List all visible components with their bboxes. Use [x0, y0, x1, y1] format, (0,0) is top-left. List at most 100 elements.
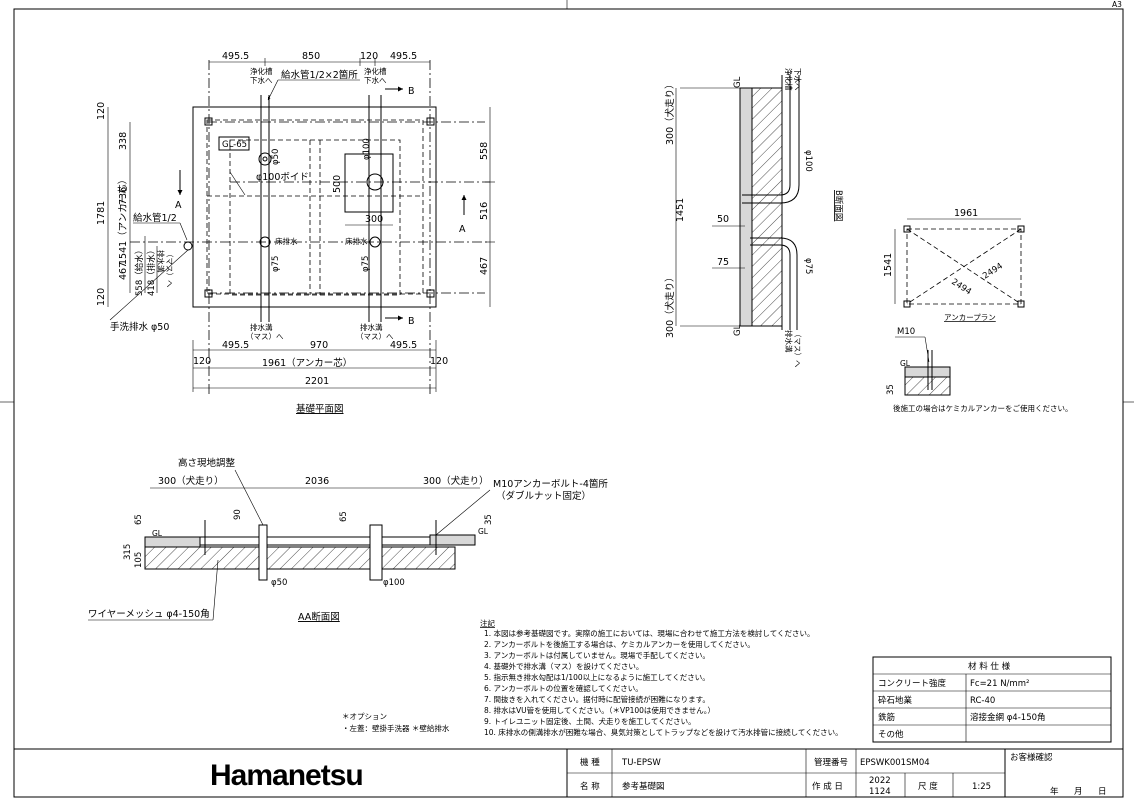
note-1: 1. 本図は参考基礎図です。実際の施工においては、現場に合わせて施工方法を検討し…: [484, 628, 814, 638]
scale-label: 尺 度: [918, 781, 938, 792]
floor-drain-right: 床排水: [345, 236, 368, 246]
mat-label-1: コンクリート強度: [878, 678, 947, 689]
aa-left-315: 315: [123, 544, 133, 560]
b-section-title: B断面図: [833, 190, 844, 221]
drain-ditch-right: 排水溝（マス）へ: [356, 322, 394, 341]
anchor-width: 1961: [954, 208, 978, 219]
right-dim-516: 516: [479, 202, 490, 220]
void-label: φ100ボイド: [256, 172, 309, 183]
phi75-left: φ75: [271, 256, 281, 272]
floor-drain-symbol-left: [259, 236, 271, 248]
left-dim-supply: 558（給水）: [134, 246, 145, 296]
aa-dim-300-right: 300（犬走り）: [423, 475, 489, 487]
bottom-dim-4: 495.5: [390, 340, 417, 351]
aa-left-65: 65: [134, 514, 144, 525]
anchor-detail-35: 35: [886, 384, 896, 395]
option-text: ・左蓋：壁掛手洗器 ＊壁給排水: [342, 723, 450, 733]
b-dim-300-bottom: 300（犬走り）: [664, 272, 676, 338]
bottom-dim-5: 120: [430, 356, 448, 367]
left-dim-338: 338: [118, 132, 129, 150]
aa-dim-90: 90: [233, 509, 243, 520]
right-dim-467: 467: [479, 257, 490, 275]
sheet-border: [13, 8, 1124, 798]
septic-label-left: 浄化槽下水へ: [250, 66, 273, 85]
mgmt-value: EPSWK001SM04: [860, 758, 930, 768]
bottom-dim-1: 120: [193, 356, 211, 367]
aa-phi50: φ50: [271, 578, 287, 588]
dim-500: 500: [332, 175, 343, 193]
b-section: 300（犬走り） 1451 50 75 300（犬走り） GL GL 浄化槽下水…: [664, 68, 844, 368]
b-dim-75: 75: [717, 257, 729, 268]
right-dim-558: 558: [479, 142, 490, 160]
anchor-height: 1541: [883, 253, 894, 277]
option-heading: ＊オプション: [342, 712, 387, 721]
note-8: 8. 排水はVU管を使用してください。（＊VP100は使用できません。）: [484, 705, 715, 715]
aa-bolt-note2: （ダブルナット固定）: [496, 490, 591, 502]
drain-ditch-left: 排水溝（マス）へ: [246, 322, 284, 341]
left-dim-467: 467: [118, 262, 129, 280]
aa-gl-right: GL: [478, 527, 489, 536]
aa-dim-35: 35: [484, 514, 494, 525]
customer-month: 月: [1074, 787, 1083, 797]
date-label: 作 成 日: [812, 781, 843, 792]
model-label: 機 種: [580, 757, 600, 768]
aa-height-note: 高さ現地調整: [178, 457, 236, 469]
mgmt-label: 管理番号: [814, 757, 848, 768]
total-dim: 2201: [305, 376, 329, 387]
hand-wash-label: 手洗排水 φ50: [110, 321, 169, 333]
b-phi100: φ100: [803, 150, 813, 172]
aa-dim-65: 65: [339, 511, 349, 522]
anchor-plan-title: アンカープラン: [944, 313, 996, 322]
mat-label-4: その他: [878, 729, 904, 740]
notes-heading: 注記: [480, 618, 495, 628]
b-gl-top: GL: [733, 76, 743, 88]
company-logo: Hamanetsu: [210, 759, 363, 792]
mat-value-2: RC-40: [970, 696, 995, 706]
left-dim-120-bottom: 120: [96, 288, 107, 306]
gl-label: GL-65: [222, 140, 247, 150]
slab-outline: [192, 106, 437, 308]
dim-300: 300: [365, 214, 383, 225]
aa-section-title: AA断面図: [298, 611, 340, 623]
bottom-dim-2: 495.5: [222, 340, 249, 351]
top-dim-4: 495.5: [390, 51, 417, 62]
note-5: 5. 指示無き排水勾配は1/100以上になるように施工してください。: [484, 672, 710, 682]
mat-label-3: 鉄筋: [878, 712, 895, 723]
name-value: 参考基礎図: [622, 781, 665, 792]
anchor-bolt-br: [426, 289, 435, 298]
b-ditch: 排水溝（マス）へ: [784, 330, 802, 368]
sheet-size-mark: A3: [1112, 0, 1122, 9]
aa-phi100: φ100: [383, 578, 405, 588]
b-dim-1451: 1451: [675, 198, 686, 222]
customer-day: 日: [1098, 787, 1107, 797]
plan-view: GL-65 495.5 850 120 495.5 給水管1/2×2箇所 浄化槽…: [96, 51, 495, 415]
note-4: 4. 基礎外で排水溝（マス）を設けてください。: [484, 661, 643, 671]
phi100-label: φ100: [362, 138, 372, 160]
section-a-right: A: [459, 224, 466, 235]
date-year: 2022: [869, 776, 891, 786]
anchor-plan: 1961 1541 2494 2494 アンカープラン: [883, 208, 1025, 322]
section-b-bottom: B: [408, 316, 415, 327]
left-dim-120-top: 120: [96, 102, 107, 120]
septic-label-right: 浄化槽下水へ: [364, 66, 387, 85]
left-dim-anchor: 1541（アンカー芯）: [117, 175, 129, 265]
hand-wash-drain-symbol: [258, 152, 272, 166]
mat-value-1: Fc=21 N/mm²: [970, 679, 1029, 689]
anchor-bolt-tl: [204, 117, 213, 126]
note-2: 2. アンカーボルトを後施工する場合は、ケミカルアンカーを使用してください。: [484, 639, 755, 649]
scale-value: 1:25: [972, 782, 991, 792]
aa-left-105: 105: [134, 552, 144, 568]
anchor-diag-1: 2494: [949, 277, 973, 297]
supply-pipe-single: 給水管1/2: [133, 212, 177, 224]
note-6: 6. アンカーボルトの位置を確認してください。: [484, 683, 643, 693]
anchor-detail-gl: GL: [900, 359, 911, 368]
top-dim-2: 850: [302, 51, 320, 62]
notes: 注記 1. 本図は参考基礎図です。実際の施工においては、現場に合わせて施工方法を…: [342, 618, 843, 737]
b-dim-300-top: 300（犬走り）: [664, 79, 676, 145]
anchor-dim: 1961（アンカー芯）: [262, 357, 352, 369]
top-dim-1: 495.5: [222, 51, 249, 62]
aa-dim-300-left: 300（犬走り）: [158, 475, 224, 487]
anchor-detail-note: 後施工の場合はケミカルアンカーをご使用ください。: [893, 403, 1072, 413]
phi50-label: φ50: [271, 149, 281, 165]
left-dim-736: 736: [118, 187, 129, 205]
